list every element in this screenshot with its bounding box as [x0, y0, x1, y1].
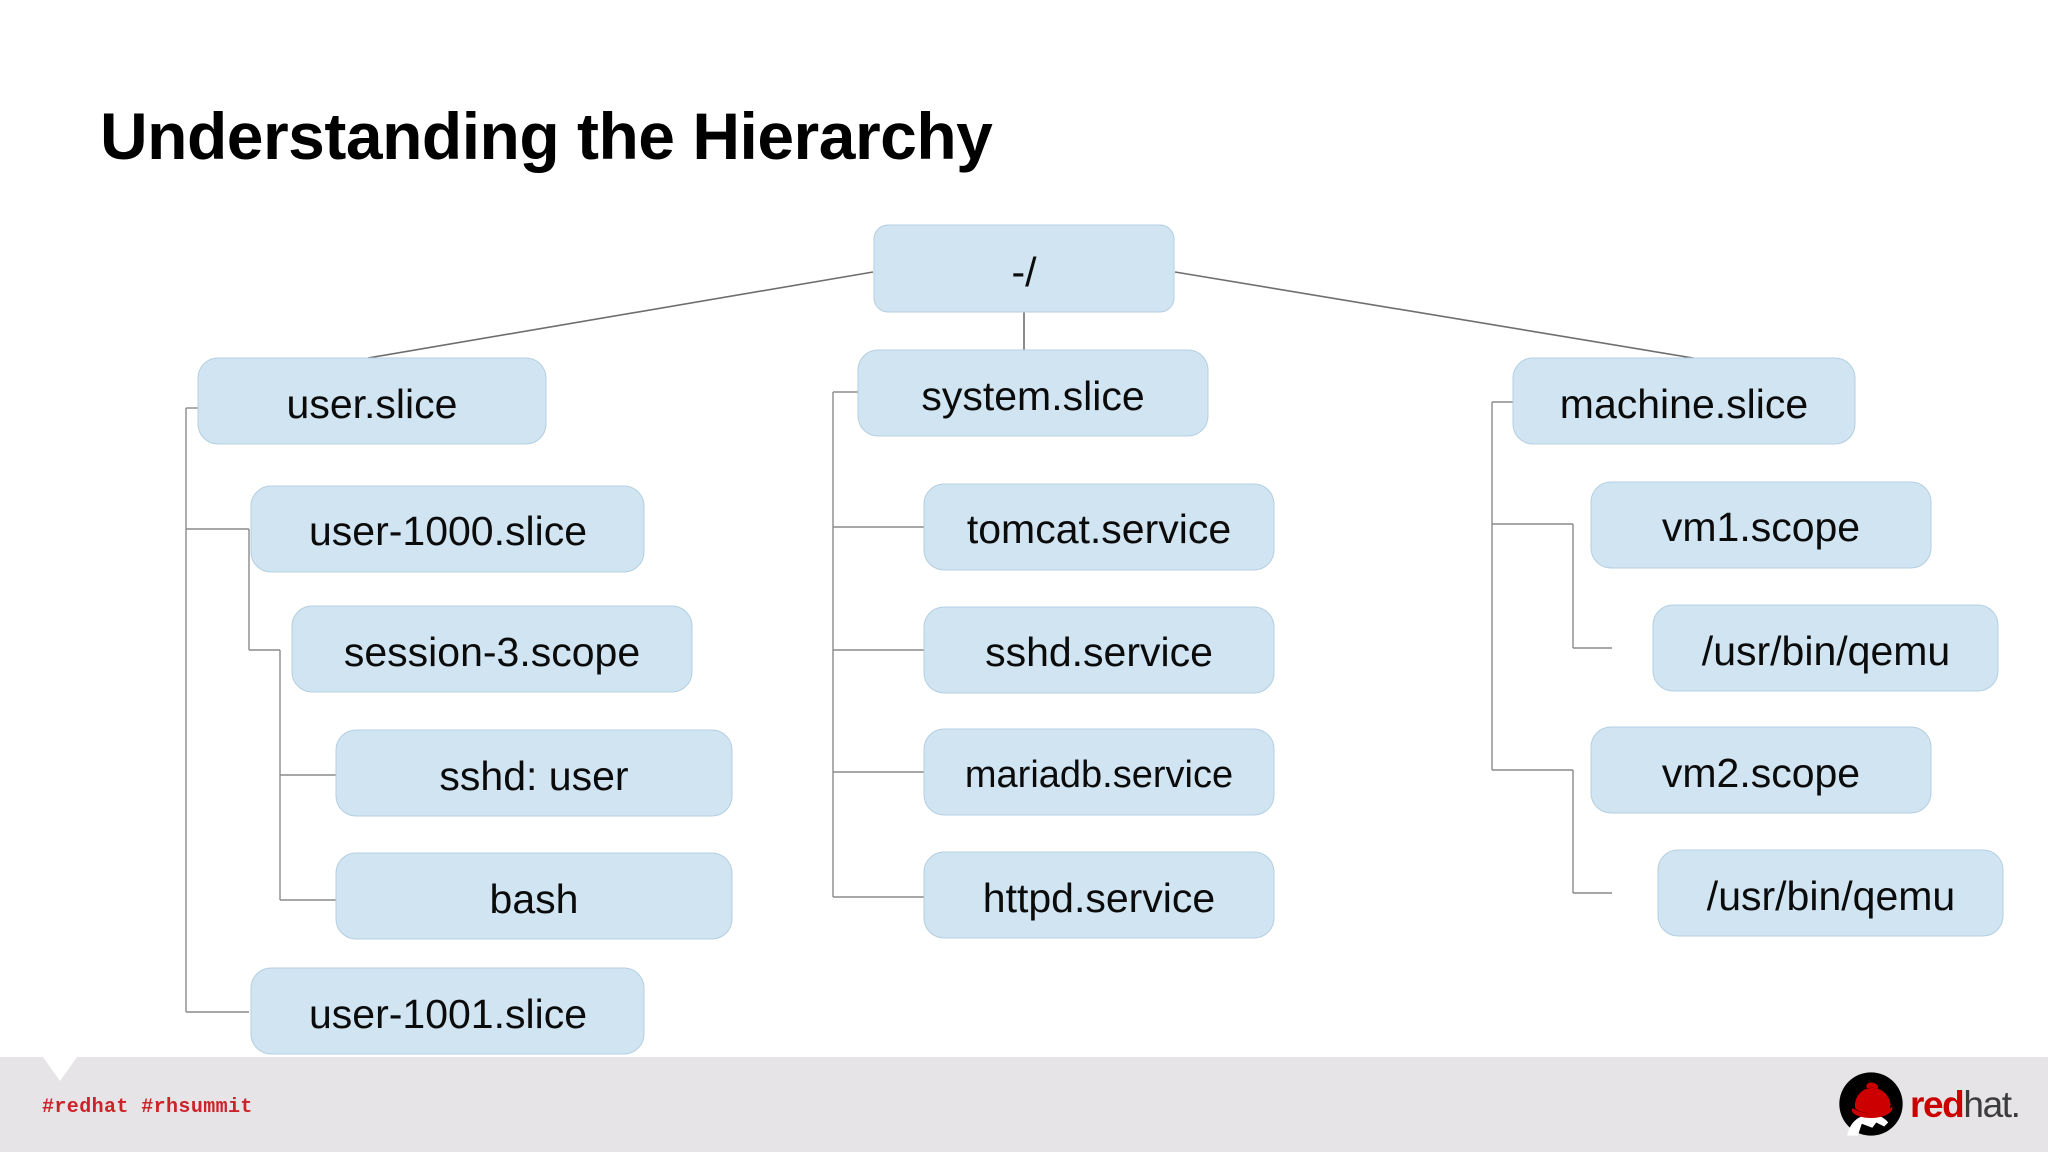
- node-vm2-scope-box: [1590, 726, 1932, 814]
- redhat-wordmark-dark: hat.: [1963, 1083, 2021, 1125]
- node-vm1-scope-label: vm1.scope: [1662, 504, 1860, 550]
- cgroup-hierarchy-diagram: -/ user.slice user-1000.slice session-3.…: [185, 224, 2004, 1055]
- node-sshd-service-box: [923, 606, 1275, 694]
- node-machine-slice-box: [1512, 357, 1856, 445]
- node-vm1-scope[interactable]: vm1.scope: [1590, 481, 1932, 569]
- node-vm1-scope-box: [1590, 481, 1932, 569]
- node-root-box: [873, 224, 1175, 313]
- node-system-slice[interactable]: system.slice: [857, 349, 1209, 437]
- node-tomcat-service[interactable]: tomcat.service: [923, 483, 1275, 571]
- node-mariadb-service[interactable]: mariadb.service: [923, 728, 1275, 816]
- node-sshd-user[interactable]: sshd: user: [335, 729, 733, 817]
- node-tomcat-service-label: tomcat.service: [967, 506, 1231, 552]
- node-user-slice-box: [197, 357, 547, 445]
- node-session-3-scope-box: [291, 605, 693, 693]
- footer-notch-triangle: [43, 1057, 77, 1081]
- node-system-slice-box: [857, 349, 1209, 437]
- node-httpd-service[interactable]: httpd.service: [923, 851, 1275, 939]
- connector-root-to-machine: [1174, 271, 1706, 361]
- node-httpd-service-box: [923, 851, 1275, 939]
- node-session-3-scope[interactable]: session-3.scope: [291, 605, 693, 693]
- node-root-label: -/: [1011, 249, 1037, 295]
- node-machine-slice-label: machine.slice: [1560, 381, 1808, 427]
- node-vm2-scope-label: vm2.scope: [1662, 750, 1860, 796]
- page-title: Understanding the Hierarchy: [100, 99, 993, 173]
- node-root[interactable]: -/: [873, 224, 1175, 313]
- redhat-shadowman-icon: [1839, 1072, 1903, 1136]
- node-vm2-qemu-box: [1657, 849, 2004, 937]
- node-sshd-service-label: sshd.service: [985, 629, 1213, 675]
- node-sshd-user-box: [335, 729, 733, 817]
- node-sshd-service[interactable]: sshd.service: [923, 606, 1275, 694]
- node-system-slice-label: system.slice: [921, 373, 1144, 419]
- connector-root-to-user: [367, 271, 874, 359]
- node-user-1000-slice[interactable]: user-1000.slice: [250, 485, 645, 573]
- node-httpd-service-label: httpd.service: [983, 875, 1215, 921]
- node-user-slice-label: user.slice: [287, 381, 458, 427]
- node-user-1000-slice-box: [250, 485, 645, 573]
- redhat-wordmark-red: red: [1910, 1083, 1965, 1125]
- node-user-1001-slice[interactable]: user-1001.slice: [250, 967, 645, 1055]
- node-sshd-user-label: sshd: user: [439, 753, 628, 799]
- node-user-1000-slice-label: user-1000.slice: [309, 508, 587, 554]
- node-bash-box: [335, 852, 733, 940]
- node-user-slice[interactable]: user.slice: [197, 357, 547, 445]
- node-user-1001-slice-label: user-1001.slice: [309, 991, 587, 1037]
- redhat-wordmark: redhat.: [1910, 1083, 2021, 1125]
- node-bash[interactable]: bash: [335, 852, 733, 940]
- node-bash-label: bash: [490, 876, 579, 922]
- node-tomcat-service-box: [923, 483, 1275, 571]
- node-vm1-qemu-box: [1652, 604, 1999, 692]
- node-mariadb-service-label: mariadb.service: [965, 754, 1233, 796]
- node-vm2-qemu[interactable]: /usr/bin/qemu: [1657, 849, 2004, 937]
- node-vm1-qemu[interactable]: /usr/bin/qemu: [1652, 604, 1999, 692]
- node-mariadb-service-box: [923, 728, 1275, 816]
- node-vm2-qemu-label: /usr/bin/qemu: [1707, 873, 1955, 919]
- footer-hashtags: #redhat #rhsummit: [42, 1096, 253, 1119]
- node-user-1001-slice-box: [250, 967, 645, 1055]
- node-session-3-scope-label: session-3.scope: [344, 629, 640, 675]
- redhat-logo: redhat.: [1838, 1070, 2034, 1138]
- node-machine-slice[interactable]: machine.slice: [1512, 357, 1856, 445]
- node-vm2-scope[interactable]: vm2.scope: [1590, 726, 1932, 814]
- node-vm1-qemu-label: /usr/bin/qemu: [1702, 628, 1950, 674]
- footer-bar: [0, 1057, 2048, 1152]
